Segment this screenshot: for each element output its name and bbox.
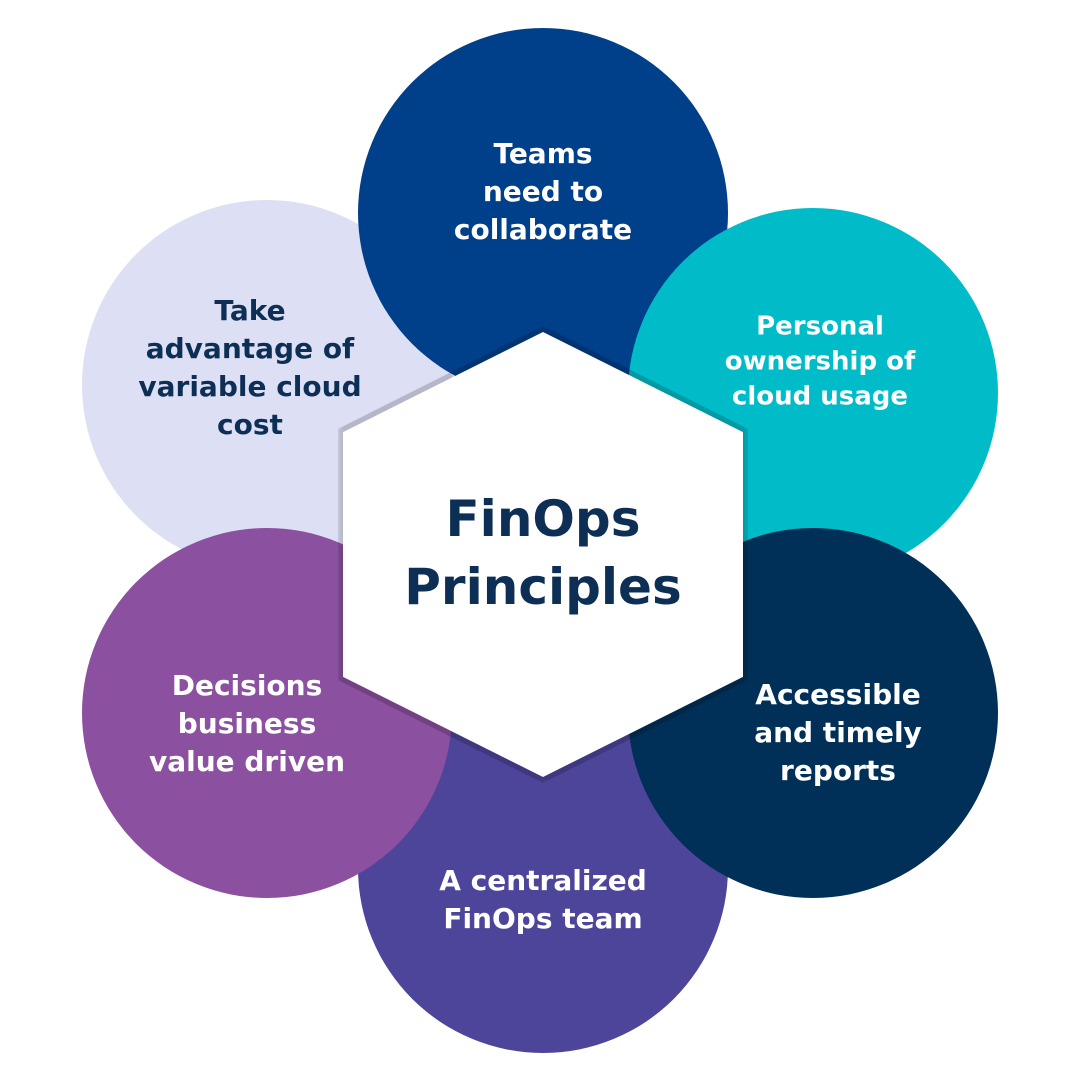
principle-label-reports: Accessible and timely reports	[754, 678, 922, 787]
principle-label-collaborate: Teams need to collaborate	[453, 137, 633, 246]
principle-label-centralized-team: A centralized FinOps team	[439, 864, 647, 935]
diagram-title: FinOps Principles	[404, 490, 682, 616]
principle-label-business-value: Decisions business value driven	[148, 669, 346, 778]
principle-label-ownership: Personal ownership of cloud usage	[724, 311, 916, 412]
principle-label-variable-cost: Take advantage of variable cloud cost	[138, 294, 362, 441]
center-hexagon	[343, 332, 743, 777]
